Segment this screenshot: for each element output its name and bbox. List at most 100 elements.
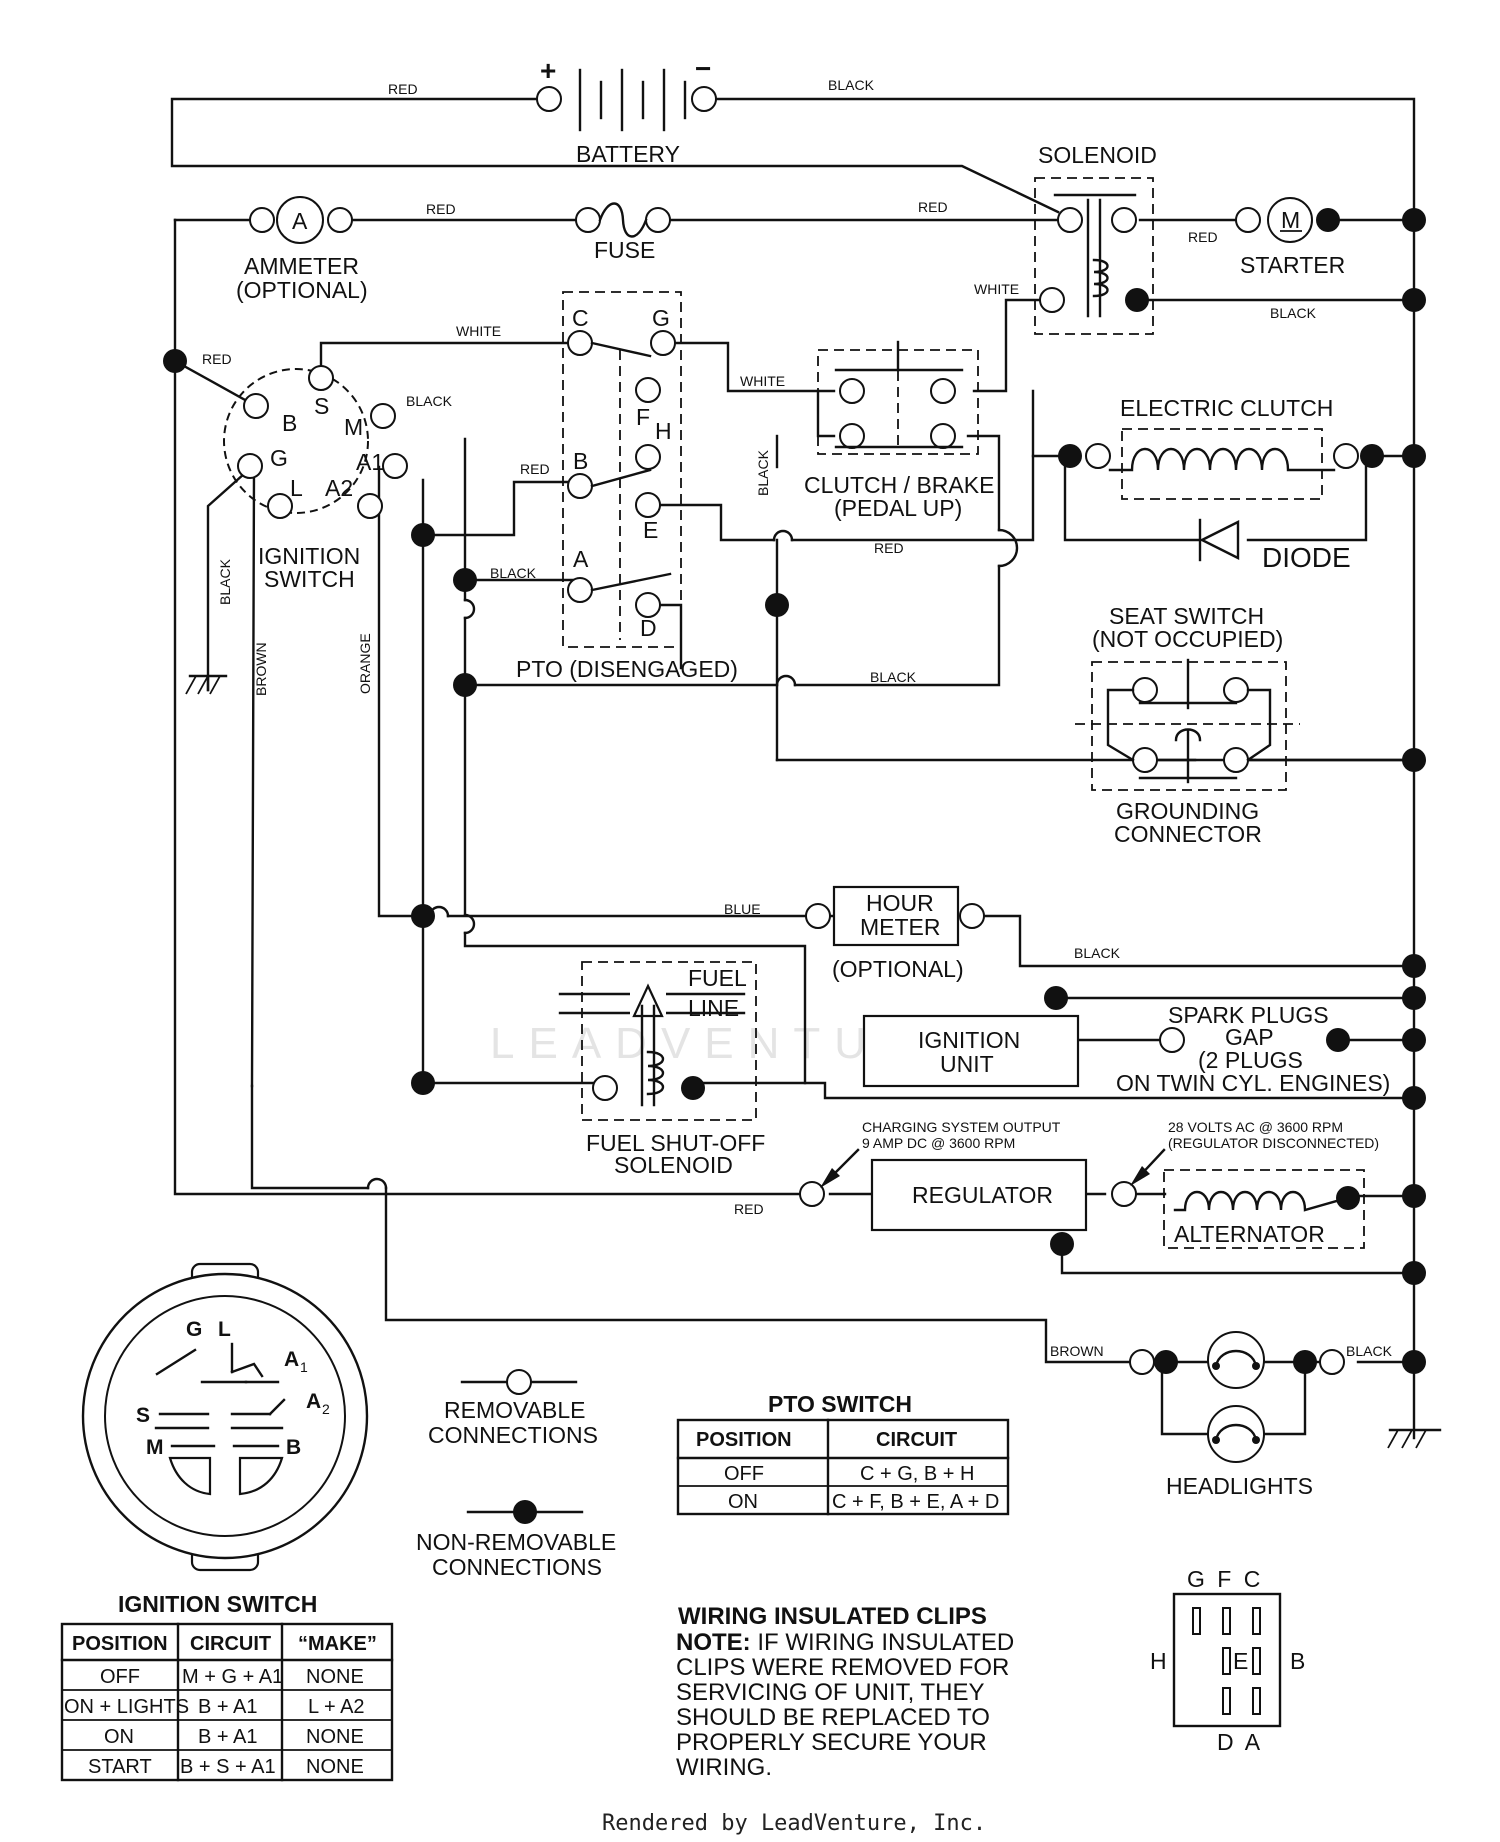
wiring-note-line1-text: IF WIRING INSULATED [751, 1629, 1015, 1656]
hour-meter-label-2: METER [860, 914, 941, 940]
ign-r2-circ: B + A1 [198, 1696, 258, 1718]
switch-terminal-l [267, 493, 293, 519]
ign-r1-circ: M + G + A1 [182, 1666, 283, 1688]
ammeter-label: AMMETER [244, 253, 359, 279]
charging-label-2: 9 AMP DC @ 3600 RPM [862, 1135, 1015, 1151]
starter: M STARTER [1235, 197, 1345, 278]
spark-plugs-label-2: GAP [1225, 1024, 1274, 1050]
ign-r4-pos: START [88, 1756, 152, 1778]
ign-table-header-circuit: CIRCUIT [190, 1633, 271, 1655]
fuel-solenoid-label-2: SOLENOID [614, 1152, 733, 1178]
headlights: HEADLIGHTS [1129, 1331, 1345, 1499]
pto-label-g: G [652, 305, 670, 331]
regulator-label: REGULATOR [912, 1182, 1053, 1208]
pto-label-f: F [636, 404, 650, 430]
pinout-left: H [1150, 1648, 1167, 1674]
pinout-top: G F C [1187, 1566, 1260, 1592]
wiring-note-line2: CLIPS WERE REMOVED FOR [676, 1654, 1009, 1681]
pto-label-h: H [655, 418, 672, 444]
wire-label-white-2: WHITE [456, 323, 501, 339]
legend-removable: REMOVABLE CONNECTIONS [428, 1369, 598, 1448]
switch-face-a1: A [284, 1348, 299, 1371]
clutch-brake-label-2: (PEDAL UP) [834, 495, 962, 521]
ignition-switch-label-2: SWITCH [264, 566, 355, 592]
seat-switch: SEAT SWITCH (NOT OCCUPIED) GROUNDING CON… [1075, 603, 1300, 847]
diode-label: DIODE [1262, 542, 1351, 573]
ign-r3-pos: ON [104, 1726, 134, 1748]
seat-switch-label-2: (NOT OCCUPIED) [1092, 626, 1283, 652]
starter-symbol: M [1281, 207, 1300, 233]
legend-non-removable: NON-REMOVABLE CONNECTIONS [416, 1500, 616, 1580]
pto-label-a: A [573, 546, 589, 572]
pto-label-b: B [573, 448, 588, 474]
pinout-center: E [1233, 1648, 1248, 1674]
hour-meter-label-1: HOUR [866, 890, 934, 916]
fuse-label: FUSE [594, 237, 655, 263]
pinout-right: B [1290, 1648, 1305, 1674]
volts-label-1: 28 VOLTS AC @ 3600 RPM [1168, 1119, 1343, 1135]
footer-credit: Rendered by LeadVenture, Inc. [602, 1811, 986, 1836]
pto-table-r1-circuit: C + G, B + H [860, 1463, 974, 1485]
wiring-note: WIRING INSULATED CLIPS NOTE: IF WIRING I… [676, 1603, 1014, 1781]
wire-label-red-6: RED [520, 461, 550, 477]
wire-label-red-4: RED [1188, 229, 1218, 245]
battery-plus-label: + [540, 55, 556, 86]
pto-switch: C G F H B E A D PTO (DISENGAGED) [516, 291, 738, 682]
switch-label-s: S [314, 393, 329, 419]
wire-label-white-3: WHITE [740, 373, 785, 389]
removable-label-2: CONNECTIONS [428, 1422, 598, 1448]
wire-label-red-8: RED [734, 1201, 764, 1217]
ign-r2-make: L + A2 [308, 1696, 365, 1718]
volts-label-2: (REGULATOR DISCONNECTED) [1168, 1135, 1379, 1151]
pto-table-r2-circuit: C + F, B + E, A + D [832, 1491, 999, 1513]
pto-table-r1-position: OFF [724, 1463, 764, 1485]
fuel-line-label-2: LINE [688, 995, 739, 1021]
ignition-switch-table: IGNITION SWITCH POSITION CIRCUIT “MAKE” … [60, 1591, 394, 1782]
ign-r3-circ: B + A1 [198, 1726, 258, 1748]
wire-label-black-1: BLACK [828, 77, 875, 93]
spark-plugs-label-1: SPARK PLUGS [1168, 1002, 1329, 1028]
switch-face-b: B [286, 1436, 301, 1459]
ignition-switch-label-1: IGNITION [258, 543, 360, 569]
ign-r4-make: NONE [306, 1756, 364, 1778]
nonremovable-label-2: CONNECTIONS [432, 1554, 602, 1580]
seat-switch-label-1: SEAT SWITCH [1109, 603, 1264, 629]
spark-plugs-label-4: ON TWIN CYL. ENGINES) [1116, 1070, 1390, 1096]
ign-r4-circ: B + S + A1 [180, 1756, 276, 1778]
wire-label-black-3: BLACK [406, 393, 453, 409]
wire-label-black-2: BLACK [1270, 305, 1317, 321]
wire-label-black-v1: BLACK [217, 558, 233, 605]
switch-terminal-a1 [382, 453, 408, 479]
spark-plugs-label-3: (2 PLUGS [1198, 1047, 1303, 1073]
wire-labels: RED BLACK RED RED RED WHITE BLACK RED WH… [202, 77, 1393, 1359]
pto-table-title: PTO SWITCH [768, 1391, 912, 1417]
starter-label: STARTER [1240, 252, 1345, 278]
wire-label-black-4: BLACK [490, 565, 537, 581]
wiring-note-line3: SERVICING OF UNIT, THEY [676, 1679, 985, 1706]
pto-switch-table: PTO SWITCH POSITION CIRCUIT OFF C + G, B… [676, 1391, 1010, 1516]
ignition-unit: IGNITION UNIT SPARK PLUGS GAP (2 PLUGS O… [862, 1002, 1390, 1096]
pto-connector-pinout: G F C H B E D A [1150, 1566, 1305, 1755]
switch-face-g: G [186, 1318, 202, 1341]
wire-label-black-5: BLACK [870, 669, 917, 685]
diode: DIODE [1198, 518, 1351, 573]
wire-label-white-1: WHITE [974, 281, 1019, 297]
wiring-note-line5: PROPERLY SECURE YOUR [676, 1729, 987, 1756]
switch-face-l: L [218, 1318, 231, 1341]
solenoid-label: SOLENOID [1038, 142, 1157, 168]
switch-terminal-a2 [357, 493, 383, 519]
ammeter-symbol: A [292, 208, 308, 234]
switch-label-g: G [270, 445, 288, 471]
hour-meter: HOUR METER (OPTIONAL) [805, 885, 985, 982]
wire-label-red-7: RED [874, 540, 904, 556]
switch-label-a2: A2 [325, 475, 353, 501]
ammeter: A AMMETER (OPTIONAL) [236, 196, 368, 303]
pto-table-header-position: POSITION [696, 1429, 792, 1451]
switch-face-m: M [146, 1436, 164, 1459]
ignition-unit-label-1: IGNITION [918, 1027, 1020, 1053]
switch-face-a2: A [306, 1390, 321, 1413]
switch-label-l: L [290, 475, 303, 501]
hour-meter-optional-label: (OPTIONAL) [832, 956, 964, 982]
clutch-brake-label-1: CLUTCH / BRAKE [804, 472, 994, 498]
electric-clutch: ELECTRIC CLUTCH [1058, 395, 1384, 500]
